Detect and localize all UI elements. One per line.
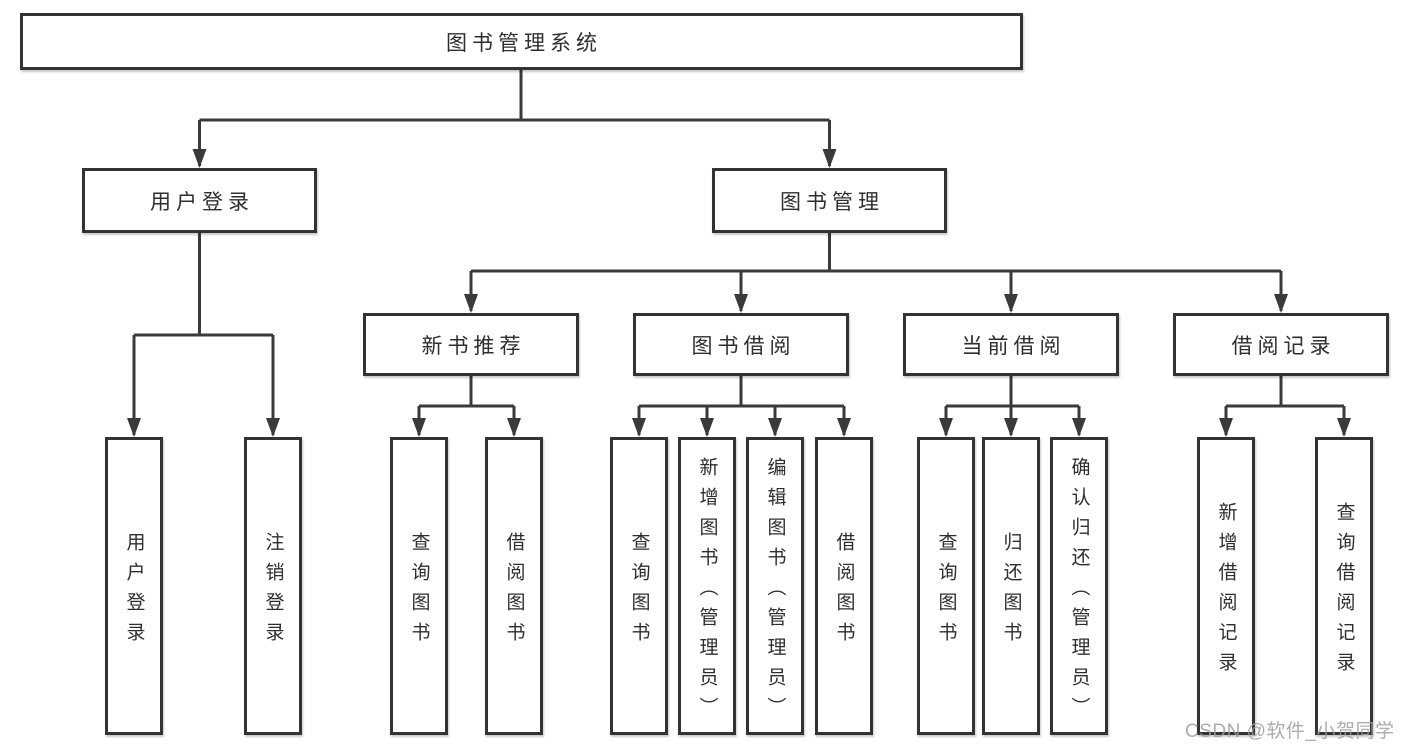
node-label: 图书借阅 xyxy=(691,334,796,358)
node-label: 查询借阅记录 xyxy=(1333,501,1355,682)
node-label: 查询图书 xyxy=(628,531,650,652)
leaf-logout: 注销登录 xyxy=(244,437,302,735)
leaf-add-borrow-record: 新增借阅记录 xyxy=(1197,437,1255,735)
node-user-login: 用户登录 xyxy=(82,168,317,233)
leaf-edit-book-admin: 编辑图书（管理员） xyxy=(746,437,804,735)
node-label: 查询图书 xyxy=(408,531,430,652)
node-new-book-recommend: 新书推荐 xyxy=(363,313,579,376)
node-label: 图书管理 xyxy=(780,190,884,214)
node-label: 新增借阅记录 xyxy=(1215,501,1237,682)
node-label: 注销登录 xyxy=(262,531,284,652)
leaf-query-borrow-record: 查询借阅记录 xyxy=(1315,437,1373,735)
leaf-confirm-return-admin: 确认归还（管理员） xyxy=(1050,437,1108,735)
leaf-return-book: 归还图书 xyxy=(982,437,1040,735)
leaf-query-books-current: 查询图书 xyxy=(917,437,975,735)
node-label: 图书管理系统 xyxy=(446,31,602,55)
leaf-user-login: 用户登录 xyxy=(105,437,163,735)
leaf-query-books-recommend: 查询图书 xyxy=(390,437,448,735)
leaf-query-books-borrow: 查询图书 xyxy=(610,437,668,735)
csdn-watermark: CSDN @软件_小贺同学 xyxy=(1185,721,1395,742)
node-label: 归还图书 xyxy=(1000,531,1022,652)
node-book-management: 图书管理 xyxy=(712,168,947,233)
node-current-borrow: 当前借阅 xyxy=(903,313,1119,376)
node-label: 新增图书（管理员） xyxy=(696,456,718,727)
node-label: 编辑图书（管理员） xyxy=(764,456,786,727)
leaf-borrow-books: 借阅图书 xyxy=(815,437,873,735)
node-label: 借阅图书 xyxy=(833,531,855,652)
node-label: 当前借阅 xyxy=(961,334,1066,358)
leaf-add-book-admin: 新增图书（管理员） xyxy=(678,437,736,735)
node-system-root: 图书管理系统 xyxy=(20,13,1023,70)
node-label: 借阅记录 xyxy=(1231,334,1336,358)
node-label: 新书推荐 xyxy=(421,334,526,358)
node-borrow-records: 借阅记录 xyxy=(1173,313,1389,376)
node-label: 用户登录 xyxy=(150,190,254,214)
node-label: 借阅图书 xyxy=(503,531,525,652)
node-label: 确认归还（管理员） xyxy=(1068,456,1090,727)
node-label: 查询图书 xyxy=(935,531,957,652)
node-book-borrow: 图书借阅 xyxy=(633,313,849,376)
node-label: 用户登录 xyxy=(123,531,145,652)
leaf-borrow-books-recommend: 借阅图书 xyxy=(485,437,543,735)
